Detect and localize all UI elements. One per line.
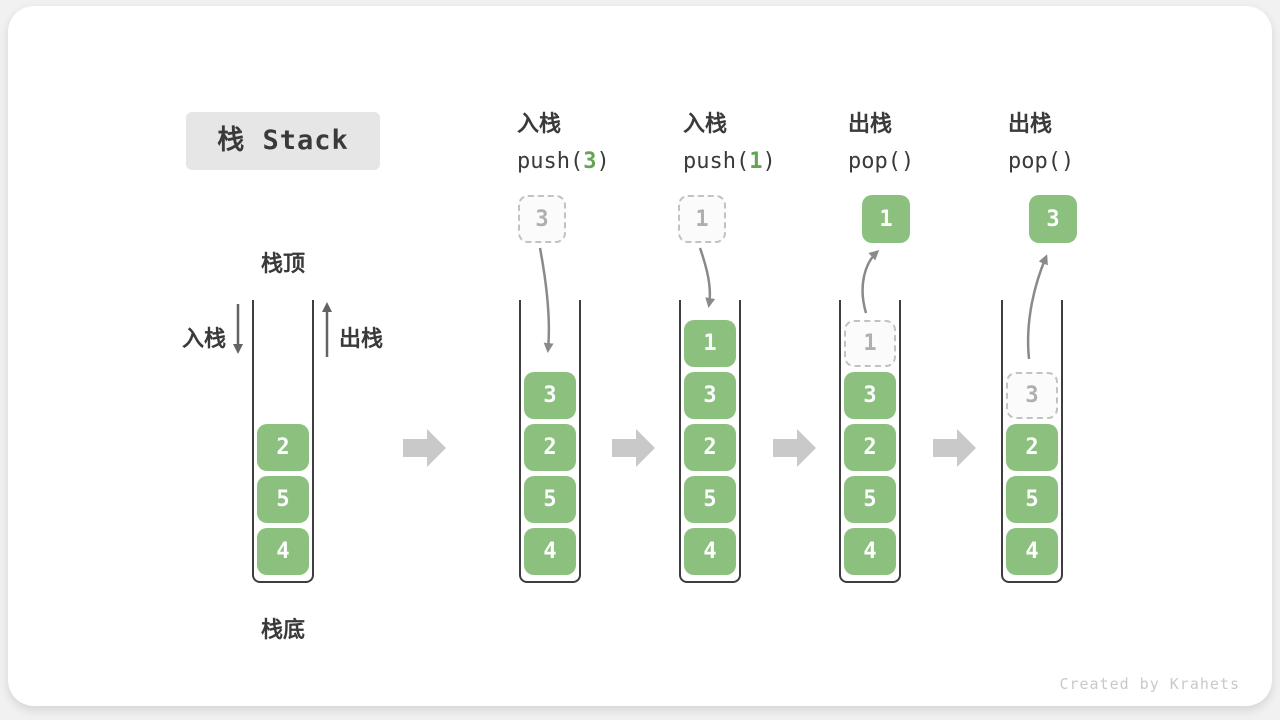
outgoing-item: 3	[1029, 195, 1077, 243]
stack-container	[679, 300, 741, 583]
watermark: Created by Krahets	[1059, 675, 1240, 693]
operation-code: pop()	[848, 149, 915, 174]
stack-item: 4	[257, 528, 309, 575]
stack-container	[252, 300, 314, 583]
stack-item: 1	[684, 320, 736, 367]
stack-bottom-label: 栈底	[260, 618, 305, 643]
stack-item: 2	[684, 424, 736, 471]
operation-name: 入栈	[517, 112, 562, 137]
stack-item: 2	[257, 424, 309, 471]
stack-item-ghost: 3	[1006, 372, 1058, 419]
operation-name: 出栈	[848, 112, 893, 137]
stack-item: 5	[1006, 476, 1058, 523]
stack-item: 3	[684, 372, 736, 419]
stack-item: 5	[844, 476, 896, 523]
operation-name: 出栈	[1008, 112, 1053, 137]
stack-item: 3	[844, 372, 896, 419]
diagram-card	[8, 6, 1272, 706]
pop-direction-label: 出栈	[339, 327, 384, 352]
operation-code: push(1)	[683, 149, 776, 174]
stack-item: 5	[524, 476, 576, 523]
operation-argument: 3	[583, 149, 597, 174]
stack-item: 4	[684, 528, 736, 575]
stack-item-ghost: 1	[844, 320, 896, 367]
stack-item: 4	[844, 528, 896, 575]
operation-code: push(3)	[517, 149, 610, 174]
stack-item: 4	[1006, 528, 1058, 575]
stack-item: 3	[524, 372, 576, 419]
stack-item: 2	[844, 424, 896, 471]
incoming-item: 1	[678, 195, 726, 243]
operation-argument: 1	[749, 149, 763, 174]
stack-item: 5	[257, 476, 309, 523]
stack-item: 2	[524, 424, 576, 471]
stack-item: 5	[684, 476, 736, 523]
operation-name: 入栈	[683, 112, 728, 137]
stack-container	[839, 300, 901, 583]
outgoing-item: 1	[862, 195, 910, 243]
stack-container	[519, 300, 581, 583]
push-direction-label: 入栈	[181, 327, 226, 352]
operation-label: 入栈 push(1)	[683, 106, 776, 174]
stack-top-label: 栈顶	[260, 252, 305, 277]
stack-item: 4	[524, 528, 576, 575]
stack-item: 2	[1006, 424, 1058, 471]
stack-container	[1001, 300, 1063, 583]
operation-label: 入栈 push(3)	[517, 106, 610, 174]
operation-code: pop()	[1008, 149, 1075, 174]
title-badge: 栈 Stack	[186, 112, 380, 170]
operation-label: 出栈 pop()	[848, 106, 914, 174]
incoming-item: 3	[518, 195, 566, 243]
operation-label: 出栈 pop()	[1008, 106, 1074, 174]
